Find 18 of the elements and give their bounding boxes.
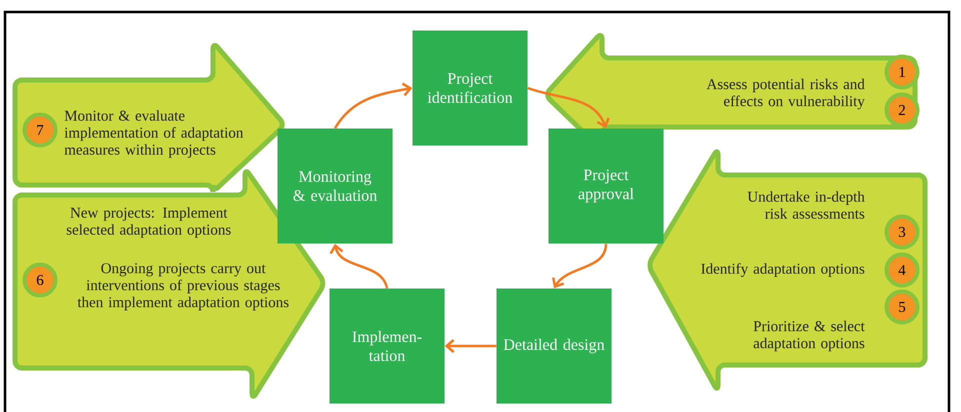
- arrow: [444, 339, 496, 353]
- process-box: Monitoring & evaluation: [278, 128, 392, 244]
- arrow: [330, 244, 388, 289]
- number-badge: 6: [22, 262, 58, 298]
- node-label: Ongoing projects carry out interventions of previous stages then implement adaptation options: [78, 263, 288, 310]
- node-label: New projects: Implement selected adaptation options: [66, 207, 231, 238]
- number-badge: 3: [884, 214, 920, 250]
- process-box: Detailed design: [496, 288, 612, 404]
- number-badge: 5: [884, 290, 920, 324]
- number-badge: 7: [22, 112, 58, 148]
- arrow: [552, 244, 608, 288]
- number-badge: 1: [884, 54, 920, 90]
- process-box: Implemen- tation: [330, 288, 444, 404]
- number-badge: 4: [884, 252, 920, 288]
- arrow: [334, 82, 412, 129]
- process-box: Project identification: [412, 30, 528, 146]
- number-badge: 2: [884, 92, 920, 128]
- process-box: Project approval: [548, 128, 664, 244]
